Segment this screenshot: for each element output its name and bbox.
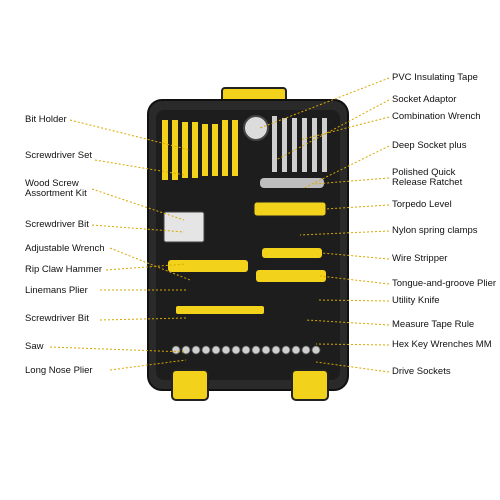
hacksaw bbox=[176, 306, 264, 314]
label-wire-stripper: Wire Stripper bbox=[392, 253, 448, 264]
tongue-groove-plier bbox=[256, 270, 326, 282]
label-screwdriver-bit-1: Screwdriver Bit bbox=[25, 219, 89, 230]
ratchet bbox=[260, 178, 324, 188]
label-combination-wrench: Combination Wrench bbox=[392, 111, 481, 122]
latch-right bbox=[291, 369, 329, 401]
label-hex-key: Hex Key Wrenches MM bbox=[392, 339, 492, 350]
torpedo-level bbox=[253, 201, 327, 217]
label-measure-tape: Measure Tape Rule bbox=[392, 319, 475, 330]
screwdriver-group bbox=[162, 120, 238, 180]
label-drive-sockets: Drive Sockets bbox=[392, 366, 451, 377]
wire-stripper bbox=[262, 248, 322, 258]
label-long-nose-plier: Long Nose Plier bbox=[25, 365, 93, 376]
label-socket-adaptor: Socket Adaptor bbox=[392, 94, 457, 105]
label-linemans-plier: Linemans Plier bbox=[25, 285, 88, 296]
socket-row bbox=[171, 345, 321, 355]
wrench-group bbox=[272, 116, 327, 172]
label-deep-socket: Deep Socket plus bbox=[392, 140, 467, 151]
tape-roll bbox=[243, 115, 269, 141]
label-bit-holder: Bit Holder bbox=[25, 114, 67, 125]
label-pvc-tape: PVC Insulating Tape bbox=[392, 72, 478, 83]
latch-left bbox=[171, 369, 209, 401]
label-saw: Saw bbox=[25, 341, 44, 352]
label-adjustable-wrench: Adjustable Wrench bbox=[25, 243, 105, 254]
label-quick-release-ratchet: Polished Quick Release Ratchet bbox=[392, 167, 463, 188]
label-screwdriver-set: Screwdriver Set bbox=[25, 150, 93, 161]
label-rip-claw-hammer: Rip Claw Hammer bbox=[25, 264, 103, 275]
hammer bbox=[168, 260, 248, 272]
label-torpedo-level: Torpedo Level bbox=[392, 199, 452, 210]
label-nylon-clamps: Nylon spring clamps bbox=[392, 225, 478, 236]
label-screwdriver-bit-2: Screwdriver Bit bbox=[25, 313, 89, 324]
screw-kit bbox=[163, 211, 205, 243]
label-utility-knife: Utility Knife bbox=[392, 295, 440, 306]
label-tongue-groove-plier: Tongue-and-groove Plier bbox=[392, 278, 497, 289]
label-wood-screw-kit: Wood Screw Assortment Kit bbox=[25, 178, 87, 199]
